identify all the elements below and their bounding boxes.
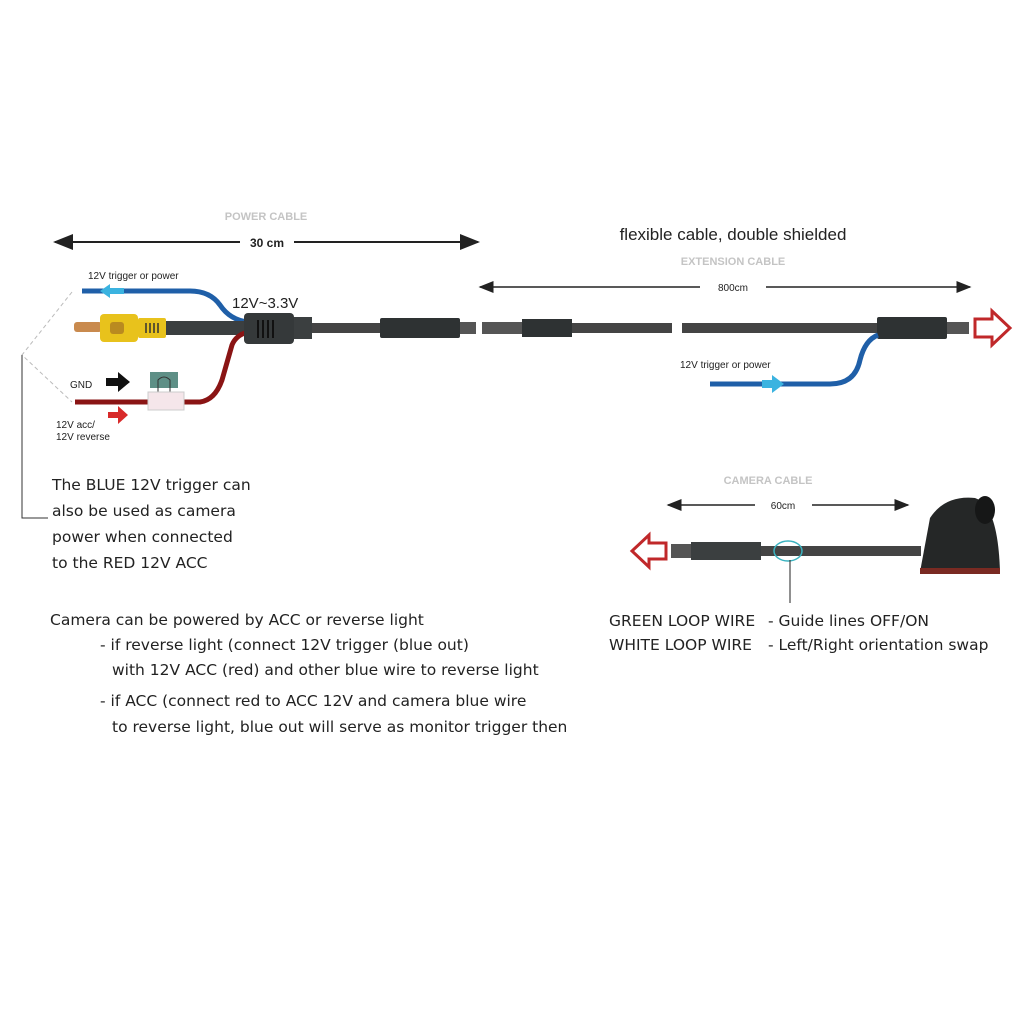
acc-arrow-icon <box>108 406 128 424</box>
acc-note-2: to reverse light, blue out will serve as… <box>112 718 567 736</box>
camera-cable-title: CAMERA CABLE <box>724 475 813 487</box>
blue-arrow-icon <box>100 284 124 298</box>
output-arrow-icon <box>973 307 1013 349</box>
acc-label-1: 12V acc/ <box>56 420 95 431</box>
input-arrow-icon <box>629 531 668 571</box>
rca-connector <box>74 314 248 342</box>
camera-length: 60cm <box>771 501 795 512</box>
reverse-note-2: with 12V ACC (red) and other blue wire t… <box>112 661 539 679</box>
acc-label-2: 12V reverse <box>56 432 110 443</box>
extension-cable <box>482 317 969 339</box>
power-junction <box>244 313 476 344</box>
extension-length: 800cm <box>718 283 748 294</box>
blue-wire <box>82 288 249 325</box>
white-loop-function: - Left/Right orientation swap <box>768 636 988 654</box>
blue-note-line-1: The BLUE 12V trigger can <box>51 476 251 494</box>
reverse-note-1: - if reverse light (connect 12V trigger … <box>100 636 469 654</box>
green-loop-wire: GREEN LOOP WIRE <box>609 612 755 630</box>
voltage-label: 12V~3.3V <box>232 295 298 312</box>
blue-note-line-3: power when connected <box>52 528 233 546</box>
blue-note-line-4: to the RED 12V ACC <box>52 554 208 572</box>
gnd-arrow-icon <box>106 372 130 392</box>
blue-wire-label: 12V trigger or power <box>88 271 179 282</box>
power-notes-intro: Camera can be powered by ACC or reverse … <box>50 611 424 629</box>
green-loop-function: - Guide lines OFF/ON <box>768 612 929 630</box>
extension-heading: flexible cable, double shielded <box>620 225 847 244</box>
camera-cable <box>671 540 921 603</box>
red-wire <box>75 329 249 405</box>
extension-blue-wire <box>710 332 880 387</box>
extension-blue-arrow-icon <box>762 375 784 393</box>
blue-note-line-2: also be used as camera <box>52 502 236 520</box>
gnd-label: GND <box>70 380 92 391</box>
dashed-connection-guides <box>21 291 73 403</box>
note-pointer-line <box>21 355 48 519</box>
white-loop-wire: WHITE LOOP WIRE <box>609 636 752 654</box>
loop-wires <box>773 540 803 562</box>
extension-blue-label: 12V trigger or power <box>680 360 771 371</box>
power-cable-title: POWER CABLE <box>225 211 308 223</box>
camera-icon <box>920 496 1000 574</box>
fuse-holder <box>147 372 185 411</box>
acc-note-1: - if ACC (connect red to ACC 12V and cam… <box>100 692 526 710</box>
extension-cable-title: EXTENSION CABLE <box>681 256 786 268</box>
power-length: 30 cm <box>250 236 284 250</box>
